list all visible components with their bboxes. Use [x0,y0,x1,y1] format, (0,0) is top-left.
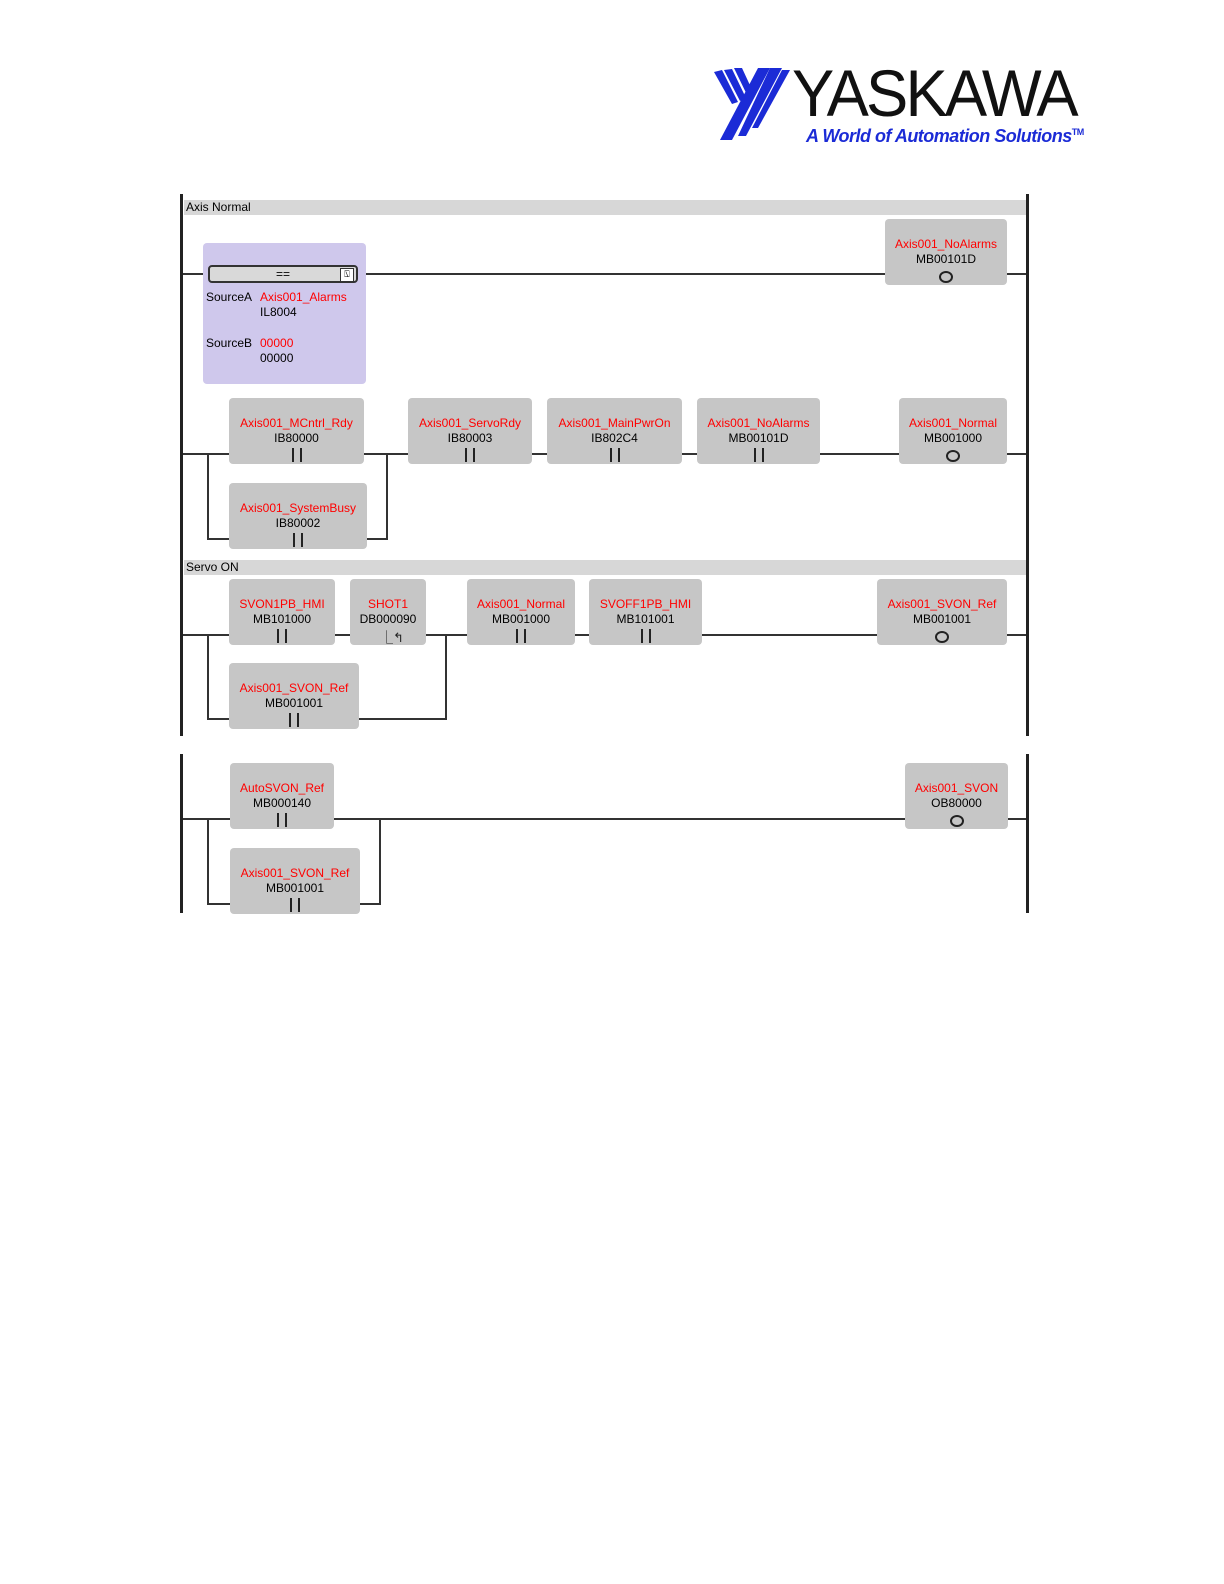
coil-icon [935,631,949,643]
coil-icon [946,450,960,462]
left-power-rail-2 [180,754,183,913]
rung-4-wire [183,818,1026,820]
rung-1-wire [183,273,1026,275]
contact-axis001-mainpwron[interactable]: Axis001_MainPwrOn IB802C4 [547,398,682,464]
compare-type-icon: ⍂ [340,268,354,282]
right-power-rail-2 [1026,754,1029,913]
element-label: Axis001_SVON_Ref [887,597,997,611]
source-b-label: SourceB [206,336,253,350]
contact-icon [291,448,302,462]
left-power-rail [180,194,183,736]
contact-axis001-normal[interactable]: Axis001_Normal MB001000 [467,579,575,645]
element-address: IB80002 [275,516,321,530]
contact-icon [277,813,287,827]
logo-tagline: A World of Automation SolutionsTM [806,126,1084,146]
element-address: MB001001 [264,696,324,710]
coil-icon [939,271,953,283]
element-address: MB001001 [912,612,972,626]
yaskawa-logo-mark-icon [714,68,790,140]
source-b-name: 00000 [260,336,294,350]
element-address: MB000140 [252,796,312,810]
element-label: Axis001_SystemBusy [239,501,357,515]
contact-icon [293,533,303,547]
section-header-servo-on: Servo ON [184,560,1026,575]
source-a-name: Axis001_Alarms [260,290,347,304]
contact-svoff1pb-hmi[interactable]: SVOFF1PB_HMI MB101001 [589,579,702,645]
contact-icon [753,448,764,462]
element-label: Axis001_Normal [908,416,998,430]
rung-3-branch-left [207,634,209,720]
contact-svon1pb-hmi[interactable]: SVON1PB_HMI MB101000 [229,579,335,645]
element-address: IB80003 [447,431,493,445]
element-label: Axis001_SVON [914,781,999,795]
coil-axis001-normal[interactable]: Axis001_Normal MB001000 [899,398,1007,464]
contact-icon [465,448,475,462]
element-address: MB101000 [252,612,312,626]
source-b-addr: 00000 [260,351,294,365]
coil-axis001-noalarms[interactable]: Axis001_NoAlarms MB00101D [885,219,1007,285]
contact-axis001-noalarms[interactable]: Axis001_NoAlarms MB00101D [697,398,820,464]
element-address: IB80000 [274,431,319,445]
element-label: Axis001_MCntrl_Rdy [240,416,353,430]
rung-3-branch-right [445,634,447,720]
element-address: IB802C4 [591,431,638,445]
element-label: AutoSVON_Ref [239,781,325,795]
element-address: DB000090 [359,612,417,626]
coil-axis001-svon[interactable]: Axis001_SVON OB80000 [905,763,1008,829]
element-label: Axis001_SVON_Ref [240,866,350,880]
element-address: MB001000 [491,612,551,626]
element-label: SVOFF1PB_HMI [599,597,692,611]
coil-icon [949,815,964,827]
coil-axis001-svon-ref[interactable]: Axis001_SVON_Ref MB001001 [877,579,1007,645]
element-address: MB001001 [265,881,325,895]
element-address: MB001000 [923,431,983,445]
element-label: Axis001_NoAlarms [894,237,998,251]
rising-edge-icon: ⎿↰ [380,630,404,645]
compare-block[interactable]: == ⍂ SourceA Axis001_Alarms IL8004 Sourc… [203,243,366,384]
contact-axis001-svon-ref-latch[interactable]: Axis001_SVON_Ref MB001001 [229,663,359,729]
contact-icon [289,713,299,727]
element-label: Axis001_Normal [476,597,566,611]
contact-icon [290,898,300,912]
element-label: SHOT1 [367,597,408,611]
element-address: MB00101D [915,252,977,266]
compare-operator: == ⍂ [208,265,358,283]
element-label: SVON1PB_HMI [239,597,325,611]
contact-icon [640,629,651,643]
right-power-rail [1026,194,1029,736]
rung-2-branch-right [386,453,388,540]
rung-4-branch-left [207,818,209,905]
contact-axis001-mcntrl-rdy[interactable]: Axis001_MCntrl_Rdy IB80000 [229,398,364,464]
element-address: MB00101D [728,431,789,445]
contact-axis001-systembusy[interactable]: Axis001_SystemBusy IB80002 [229,483,367,549]
section-header-axis-normal: Axis Normal [184,200,1026,215]
element-label: Axis001_NoAlarms [707,416,810,430]
contact-icon [516,629,526,643]
edge-shot1[interactable]: SHOT1 DB000090 ⎿↰ [350,579,426,645]
source-a-label: SourceA [206,290,253,304]
source-a-addr: IL8004 [260,305,297,319]
element-address: OB80000 [931,796,982,810]
contact-icon [277,629,287,643]
element-label: Axis001_ServoRdy [418,416,522,430]
element-label: Axis001_SVON_Ref [239,681,349,695]
logo-wordmark: YASKAWA [792,56,1079,130]
element-address: MB101001 [616,612,675,626]
rung-4-branch-right [379,818,381,905]
rung-2-branch-left [207,453,209,540]
contact-autosvon-ref[interactable]: AutoSVON_Ref MB000140 [230,763,334,829]
contact-axis001-servordy[interactable]: Axis001_ServoRdy IB80003 [408,398,532,464]
contact-icon [609,448,620,462]
element-label: Axis001_MainPwrOn [558,416,671,430]
contact-axis001-svon-ref-branch[interactable]: Axis001_SVON_Ref MB001001 [230,848,360,914]
